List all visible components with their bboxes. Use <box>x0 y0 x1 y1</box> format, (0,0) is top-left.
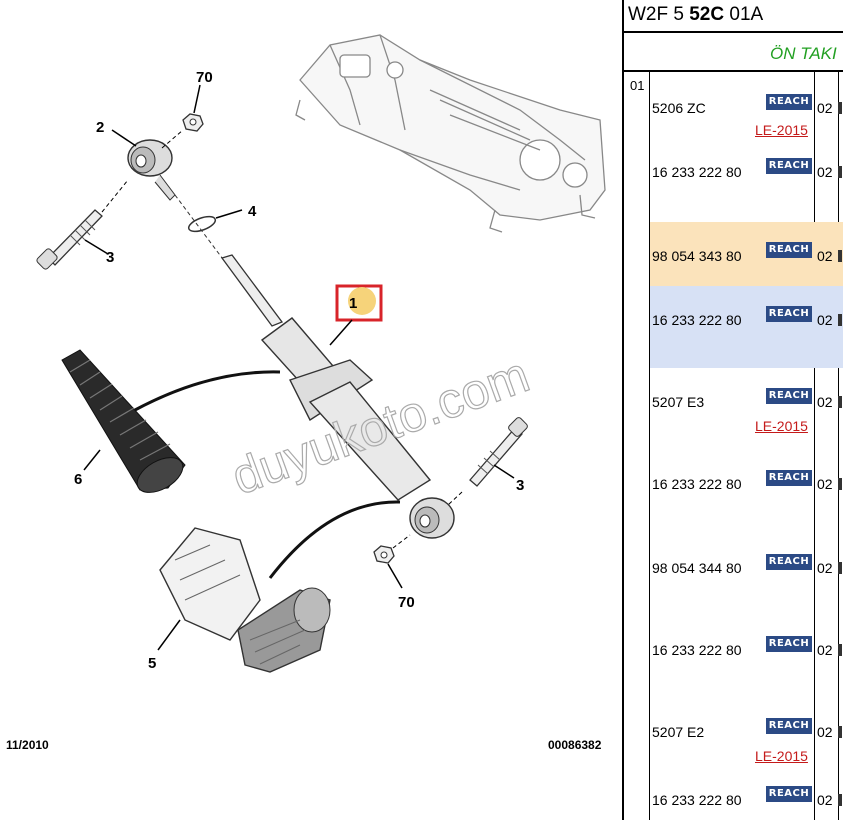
reach-badge: REACH <box>766 554 812 570</box>
reach-badge: REACH <box>766 158 812 174</box>
section-rule <box>624 70 843 72</box>
reach-badge: REACH <box>766 718 812 734</box>
label-3-right: 3 <box>516 477 524 494</box>
part-quantity: 02 <box>817 476 833 492</box>
part-number: 16 233 222 80 <box>652 792 742 808</box>
row-marker <box>838 166 842 178</box>
part-quantity: 02 <box>817 394 833 410</box>
row-marker <box>838 644 842 656</box>
diagram-ref: 00086382 <box>548 738 602 752</box>
diagram-date: 11/2010 <box>6 738 49 752</box>
reference-code: W2F 5 52C 01A <box>628 4 764 25</box>
nut-70-bottom <box>373 545 395 564</box>
arrow-bracket <box>268 500 401 579</box>
part-number: 16 233 222 80 <box>652 476 742 492</box>
part-row[interactable]: 98 054 344 80 REACH 02 <box>650 532 843 616</box>
part-number: 5207 E2 <box>652 724 705 740</box>
washer-4 <box>187 215 217 233</box>
arrow-boot <box>134 370 281 412</box>
validity-link[interactable]: LE-2015 <box>755 418 808 434</box>
part-row[interactable]: 98 054 343 80 REACH 02 <box>650 222 843 286</box>
header-rule <box>624 31 843 33</box>
reach-badge: REACH <box>766 470 812 486</box>
row-marker <box>838 562 842 574</box>
validity-link[interactable]: LE-2015 <box>755 122 808 138</box>
row-marker <box>838 250 842 262</box>
bracket-5 <box>159 527 331 673</box>
part-quantity: 02 <box>817 312 833 328</box>
part-quantity: 02 <box>817 724 833 740</box>
reach-badge: REACH <box>766 786 812 802</box>
part-quantity: 02 <box>817 642 833 658</box>
label-4: 4 <box>248 203 257 220</box>
diagram-canvas: 70 2 3 4 1 6 <box>36 34 606 673</box>
shock-absorber-1 <box>174 194 455 539</box>
part-row[interactable]: 16 233 222 80 REACH 02 <box>650 616 843 698</box>
part-number: 98 054 344 80 <box>652 560 742 576</box>
part-row[interactable]: 16 233 222 80 REACH 02 <box>650 152 843 222</box>
label-70-bottom: 70 <box>398 594 415 611</box>
validity-link[interactable]: LE-2015 <box>755 748 808 764</box>
label-3-left: 3 <box>106 249 114 266</box>
part-quantity: 02 <box>817 792 833 808</box>
parts-diagram: 70 2 3 4 1 6 <box>6 34 606 752</box>
reach-badge: REACH <box>766 306 812 322</box>
part-row[interactable]: 16 233 222 80 REACH 02 <box>650 286 843 368</box>
part-number: 16 233 222 80 <box>652 164 742 180</box>
part-number: 98 054 343 80 <box>652 248 742 264</box>
row-marker <box>838 726 842 738</box>
bolt-3-left <box>36 209 103 270</box>
label-6: 6 <box>74 471 82 488</box>
part-quantity: 02 <box>817 164 833 180</box>
reach-badge: REACH <box>766 388 812 404</box>
row-marker <box>838 396 842 408</box>
highlight-box-1 <box>335 284 383 322</box>
section-title: ÖN TAKI <box>770 44 837 63</box>
part-quantity: 02 <box>817 100 833 116</box>
mount-bushing-2 <box>127 139 176 201</box>
reach-badge: REACH <box>766 636 812 652</box>
subframe-illustration <box>295 34 606 233</box>
part-quantity: 02 <box>817 560 833 576</box>
row-marker <box>838 794 842 806</box>
part-row[interactable]: 16 233 222 80 REACH 02 <box>650 782 843 820</box>
nut-70-top <box>182 113 204 132</box>
label-1: 1 <box>349 295 357 312</box>
group-index: 01 <box>630 78 645 93</box>
part-number: 5206 ZC <box>652 100 706 116</box>
bolt-3-right <box>469 417 528 487</box>
row-marker <box>838 314 842 326</box>
part-row[interactable]: 16 233 222 80 REACH 02 <box>650 450 843 532</box>
part-number: 16 233 222 80 <box>652 312 742 328</box>
part-quantity: 02 <box>817 248 833 264</box>
reach-badge: REACH <box>766 94 812 110</box>
part-number: 16 233 222 80 <box>652 642 742 658</box>
row-marker <box>838 102 842 114</box>
panel-divider <box>622 0 624 820</box>
label-2: 2 <box>96 119 104 136</box>
highlight-dot-1 <box>348 287 376 315</box>
label-70-top: 70 <box>196 69 213 86</box>
part-number: 5207 E3 <box>652 394 705 410</box>
row-marker <box>838 478 842 490</box>
label-5: 5 <box>148 655 156 672</box>
dust-boot-6 <box>61 349 186 493</box>
reach-badge: REACH <box>766 242 812 258</box>
